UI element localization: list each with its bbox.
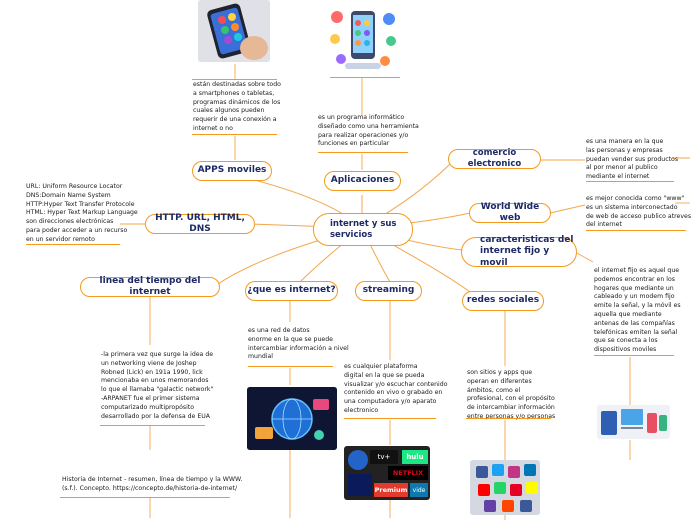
logo-premium: Premium [374,483,408,497]
note-apps-moviles: están destinadas sobre todo a smartphone… [193,81,281,132]
note-aplicaciones: es un programa informático diseñado como… [318,114,419,148]
topic-caracteristicas[interactable]: caracteristicas del internet fijo y movi… [461,235,577,268]
note-underline [192,79,277,80]
note-underline [60,497,230,498]
note-streaming: es cualquier plataforma digital en la qu… [344,363,448,414]
smartphone-apps-image [198,0,270,62]
note-underline [248,366,333,367]
note-http: URL: Uniform Resource Locator DNS:Domain… [26,183,138,243]
social-media-image [470,460,540,515]
note-underline [100,425,205,426]
apps-phone-illustration [325,5,400,75]
note-redes-sociales: son sitios y apps que operan en diferent… [467,369,556,420]
topic-streaming[interactable]: streaming [355,281,422,301]
note-underline [586,230,686,231]
streaming-services-image: tv+ hulu NETFLIX Premium vide [344,446,430,500]
topic-aplicaciones[interactable]: Aplicaciones [324,171,401,191]
note-source: Historia de Internet - resumen, línea de… [62,476,243,492]
note-underline [330,77,400,78]
topic-que-es-internet[interactable]: ¿que es internet? [245,281,338,301]
note-comercio-electronico: es una manera en la que las personas y e… [586,138,679,181]
internet-globe-image [247,387,337,450]
topic-world-wide-web[interactable]: World Wide web [469,202,551,223]
central-topic[interactable]: internet y sus servicios [313,213,413,246]
note-underline [318,152,408,153]
note-underline [344,418,436,419]
note-underline [594,355,674,356]
note-que-es-internet: es una red de datos enorme en la que se … [248,327,349,361]
logo-video: vide [410,483,428,497]
logo-disney [348,474,372,496]
topic-apps-moviles[interactable]: APPS moviles [192,161,272,181]
note-underline [466,418,551,419]
logo-netflix: NETFLIX [388,466,428,480]
note-caracteristicas: el internet fijo es aquel que podemos en… [594,267,681,354]
topic-http-url-html-dns[interactable]: HTTP. URL, HTML, DNS [145,213,255,234]
topic-linea-del-tiempo[interactable]: linea del tiempo del internet [80,276,220,297]
logo-cbs [348,450,368,470]
logo-hulu: hulu [402,450,428,464]
note-underline [192,134,277,135]
note-linea-del-tiempo: -la primera vez que surge la idea de un … [101,351,214,420]
note-underline [26,244,120,245]
note-underline [586,181,674,182]
connected-devices-image [597,405,670,439]
note-world-wide-web: es mejor conocida como "www" es un siste… [586,195,692,229]
logo-appletv: tv+ [370,450,398,464]
topic-redes-sociales[interactable]: redes sociales [462,291,544,311]
topic-comercio-electronico[interactable]: comercio electronico [448,148,541,169]
